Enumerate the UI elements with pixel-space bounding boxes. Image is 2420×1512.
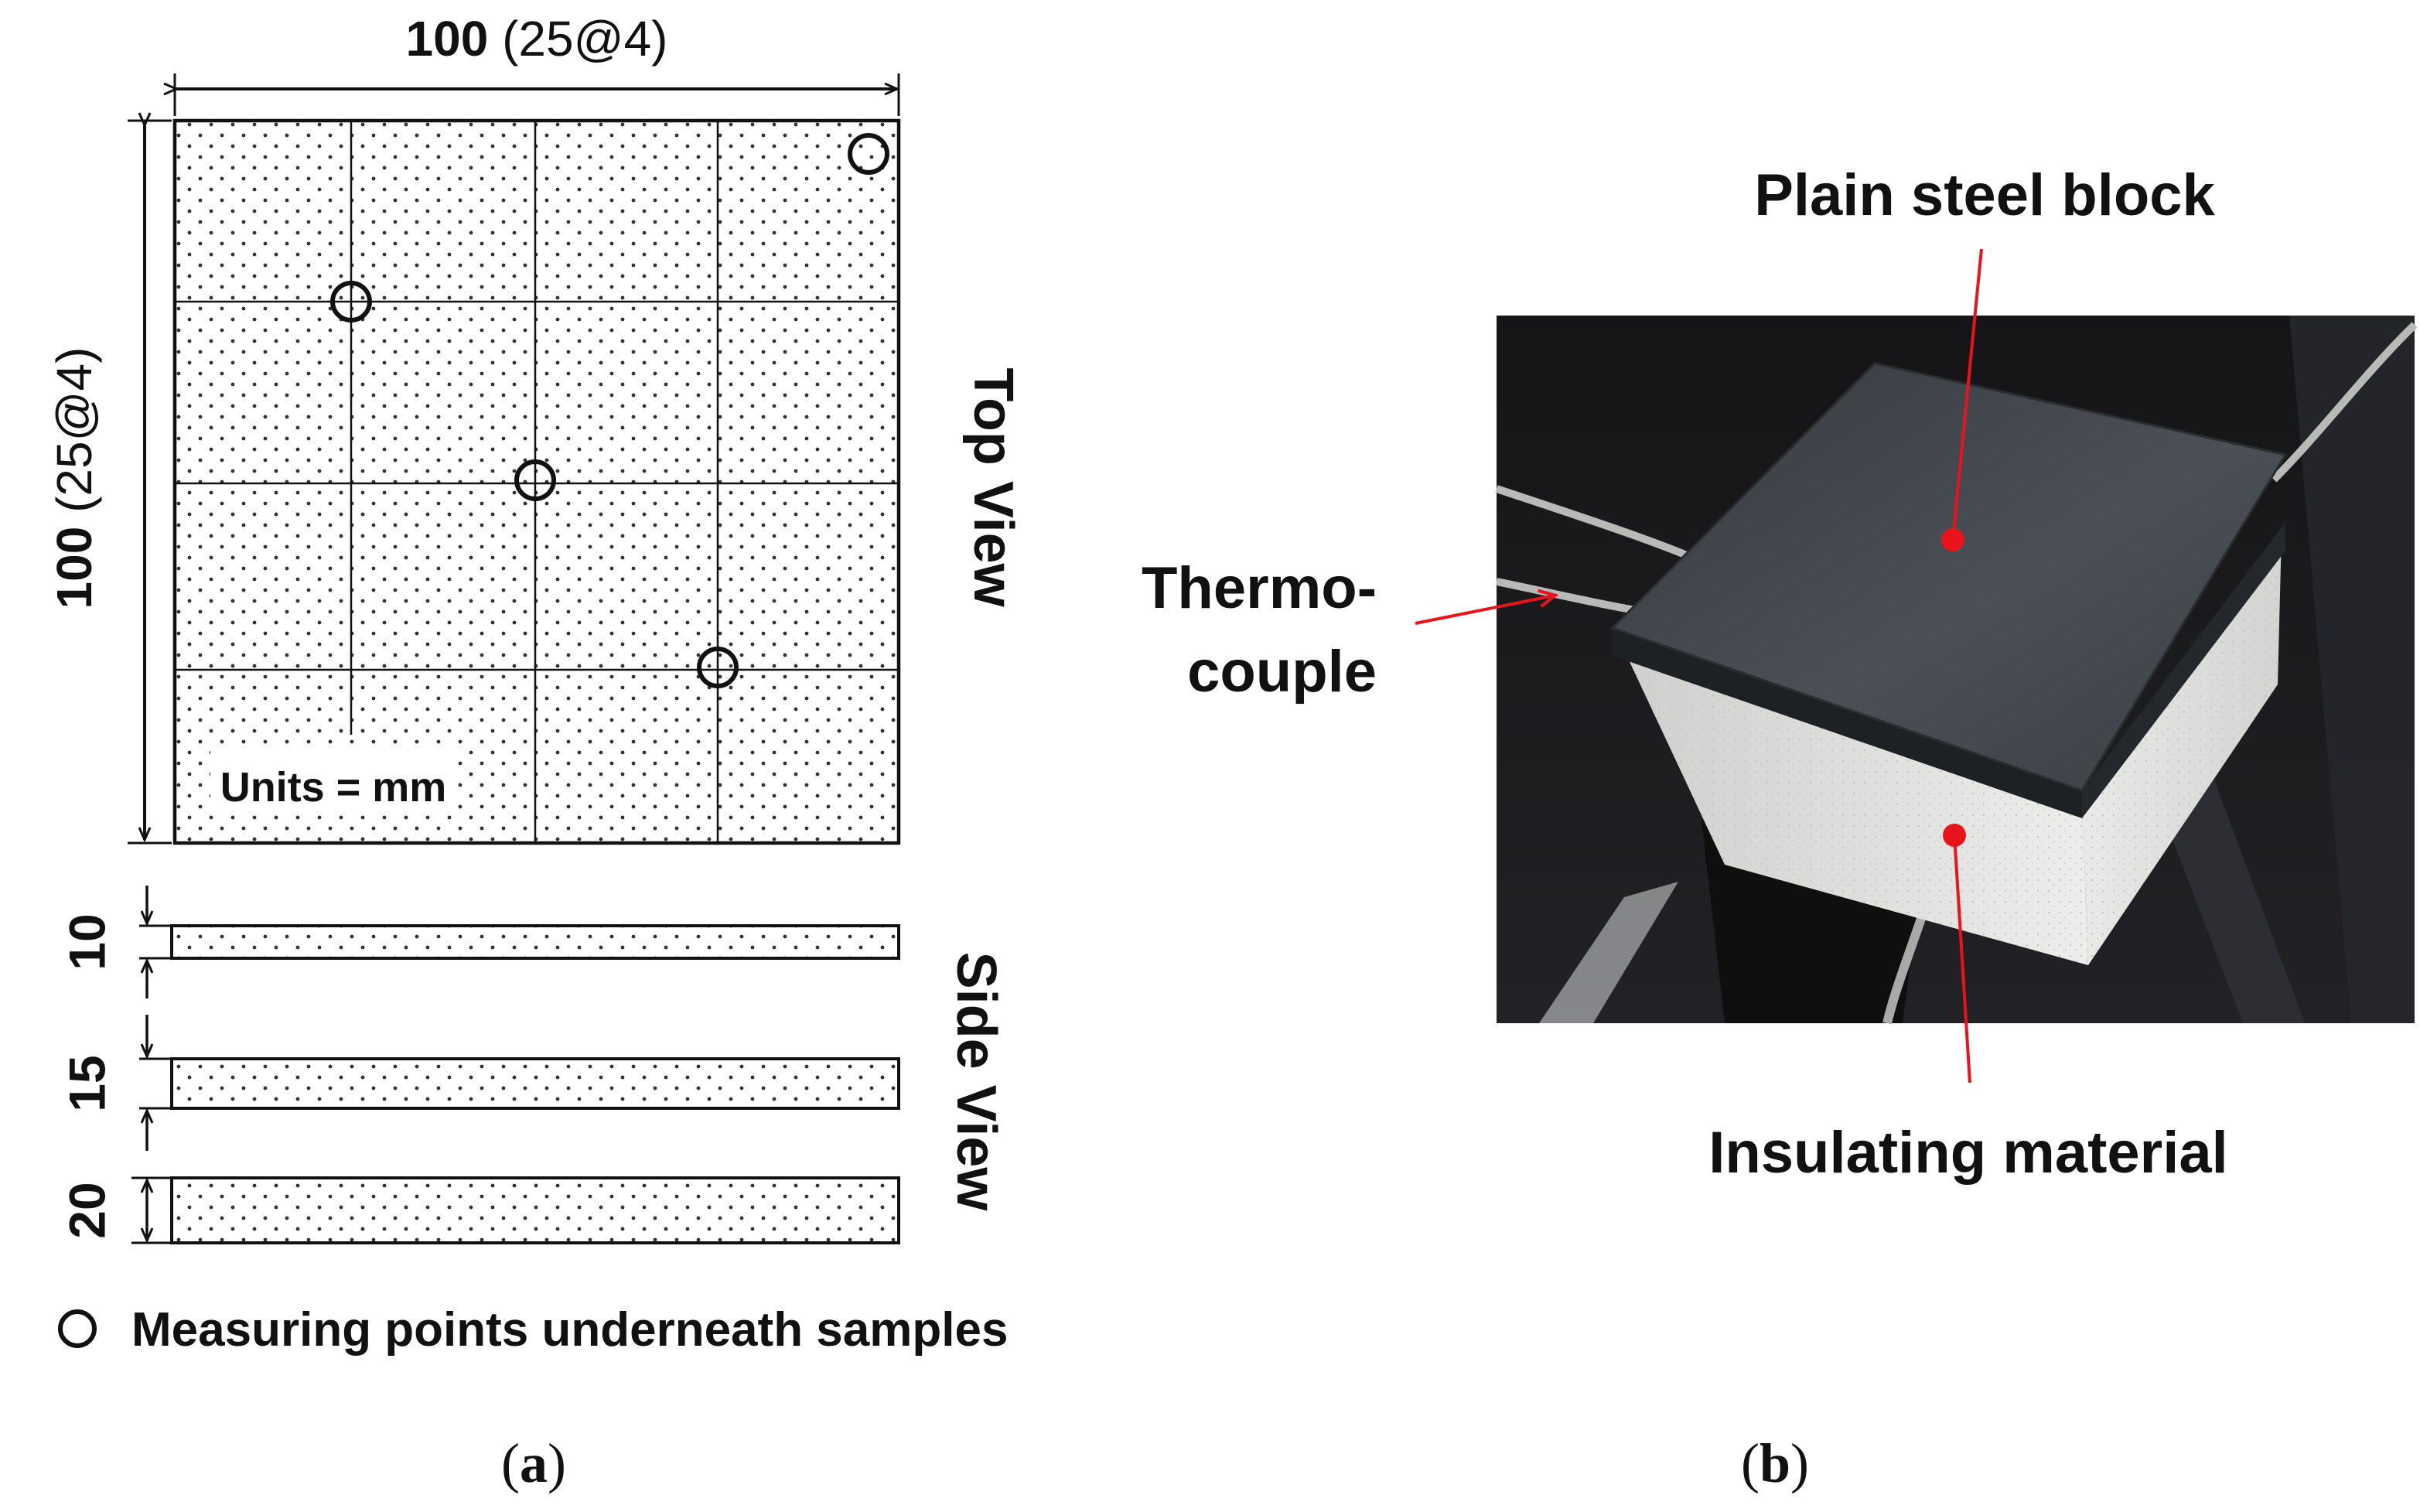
top-dimension-label: 100 (25@4): [406, 11, 668, 67]
caption-b: (b): [1741, 1432, 1809, 1494]
top-view-label: Top View: [962, 367, 1024, 607]
measuring-point: [330, 281, 372, 323]
steel-block-photo: [1495, 316, 2418, 1025]
thickness-label-10: 10: [58, 913, 115, 970]
side-view-label: Side View: [945, 952, 1007, 1212]
left-dimension-label: 100 (25@4): [46, 347, 102, 609]
label-insulating-material: Insulating material: [1708, 1120, 2228, 1186]
callouts: [1415, 248, 1983, 1084]
legend-circle-icon: [58, 1309, 97, 1348]
insulation-callout-dot: [1943, 824, 1966, 847]
measuring-point: [697, 647, 739, 688]
thickness-label-15: 15: [58, 1055, 115, 1111]
steel-callout-dot: [1941, 528, 1964, 551]
side-view-samples: 10 15 20: [58, 886, 900, 1244]
left-dimension: 100 (25@4): [46, 121, 172, 845]
thickness-label-20: 20: [58, 1182, 115, 1238]
label-thermocouple-line1: Thermo-: [1142, 555, 1377, 621]
caption-a: (a): [501, 1432, 566, 1494]
legend: Measuring points underneath samples: [58, 1303, 1008, 1357]
label-plain-steel-block: Plain steel block: [1754, 162, 2215, 228]
measuring-point: [848, 133, 889, 175]
panel-b: Plain steel block Thermo- couple Insulat…: [1142, 162, 2418, 1494]
top-view-sample: Units = mm: [172, 118, 901, 845]
panel-a: 100 (25@4) 100 (25@4) Units = mm: [46, 11, 1024, 1494]
label-thermocouple-line2: couple: [1187, 639, 1377, 705]
measuring-points: [330, 133, 889, 688]
legend-text: Measuring points underneath samples: [131, 1303, 1008, 1357]
units-label: Units = mm: [220, 764, 447, 811]
measuring-point: [514, 459, 556, 501]
top-dimension: 100 (25@4): [175, 11, 900, 116]
